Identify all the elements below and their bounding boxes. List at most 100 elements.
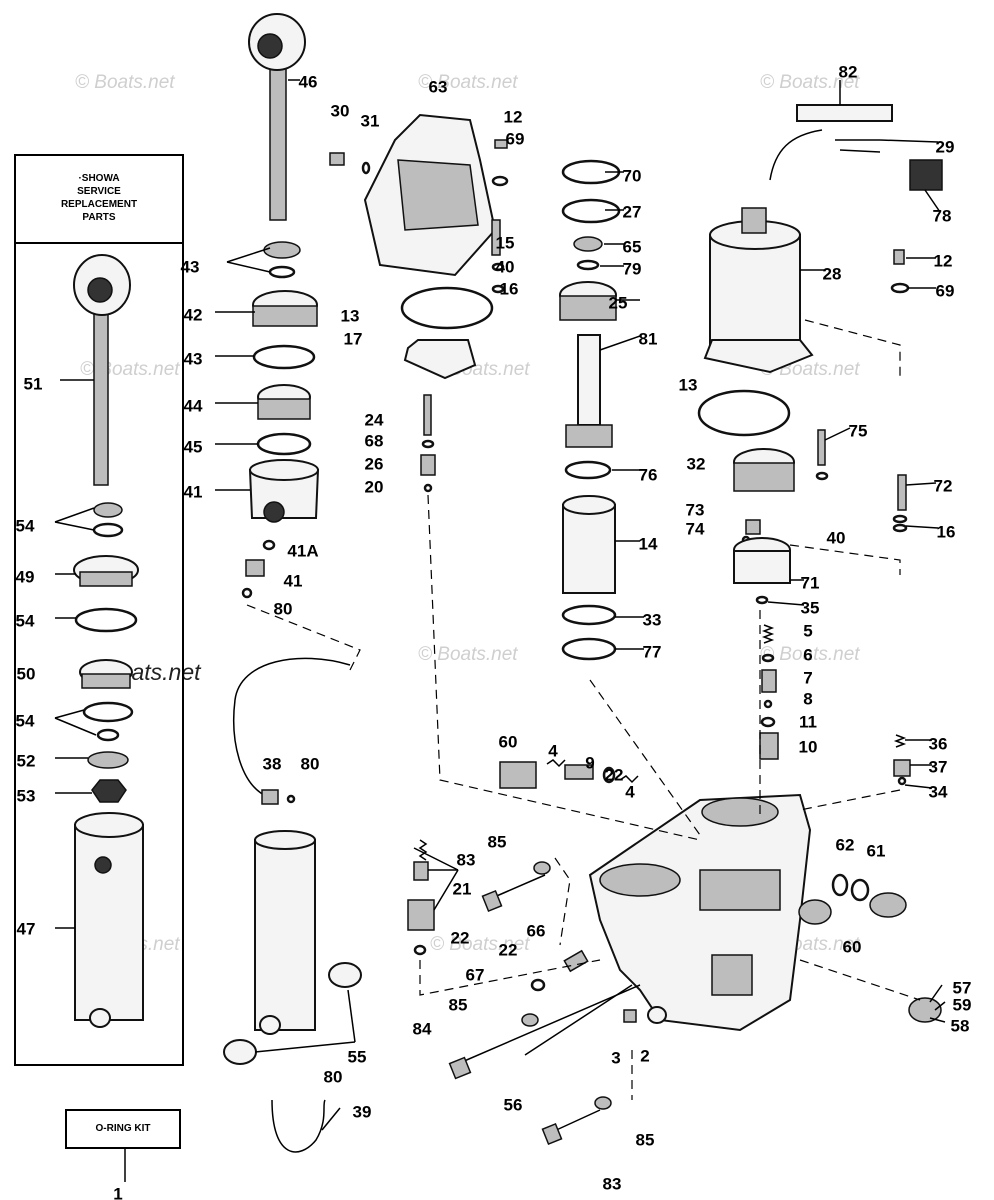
- callout-44: 44: [184, 396, 203, 415]
- callout-24: 24: [365, 410, 384, 429]
- callout-32: 32: [687, 454, 706, 473]
- callout-43: 43: [181, 257, 200, 276]
- callout-60: 60: [499, 732, 518, 751]
- callout-69: 69: [506, 129, 525, 148]
- callout-42: 42: [184, 305, 203, 324]
- callout-52: 52: [17, 751, 36, 770]
- callout-45: 45: [184, 437, 203, 456]
- callout-74: 74: [686, 519, 705, 538]
- callout-57: 57: [953, 978, 972, 997]
- kit-header-line: SERVICE: [77, 186, 121, 197]
- callout-65: 65: [623, 237, 642, 256]
- callout-81: 81: [639, 329, 658, 348]
- callout-41: 41: [284, 571, 303, 590]
- callout-4: 4: [548, 741, 558, 760]
- callout-35: 35: [801, 598, 820, 617]
- callout-7: 7: [803, 668, 812, 687]
- cover-parts: [329, 113, 509, 493]
- callout-75: 75: [849, 421, 868, 440]
- kit-header: ·SHOWA SERVICE REPLACEMENT PARTS: [16, 172, 182, 224]
- callout-26: 26: [365, 454, 384, 473]
- watermark: © Boats.net: [760, 72, 860, 93]
- callout-49: 49: [16, 567, 35, 586]
- kit-parts: [73, 254, 144, 1028]
- watermark: © Boats.net: [418, 644, 518, 665]
- callout-13: 13: [341, 306, 360, 325]
- callout-58: 58: [951, 1016, 970, 1035]
- callout-1: 1: [113, 1184, 122, 1200]
- callout-43: 43: [184, 349, 203, 368]
- callout-47: 47: [17, 919, 36, 938]
- cylinder-parts: [559, 159, 621, 661]
- assembly-dashed-lines: [246, 319, 921, 1100]
- oring-kit-label: O-RING KIT: [95, 1123, 151, 1134]
- callout-21: 21: [453, 879, 472, 898]
- callout-77: 77: [643, 642, 662, 661]
- callout-20: 20: [365, 477, 384, 496]
- callout-66: 66: [527, 921, 546, 940]
- callout-55: 55: [348, 1047, 367, 1066]
- callout-17: 17: [344, 329, 363, 348]
- callout-16: 16: [500, 279, 519, 298]
- watermark: © Boats.net: [418, 72, 518, 93]
- callout-85: 85: [636, 1130, 655, 1149]
- callout-22: 22: [605, 765, 624, 784]
- callout-labels: 4630316312698229702765791540167828126943…: [16, 62, 972, 1200]
- callout-78: 78: [933, 206, 952, 225]
- callout-41A: 41A: [287, 541, 318, 560]
- callout-84: 84: [413, 1019, 432, 1038]
- callout-2: 2: [640, 1046, 649, 1065]
- callout-54: 54: [16, 711, 35, 730]
- callout-25: 25: [609, 293, 628, 312]
- callout-72: 72: [934, 476, 953, 495]
- callout-80: 80: [324, 1067, 343, 1086]
- callout-76: 76: [639, 465, 658, 484]
- callout-29: 29: [936, 137, 955, 156]
- watermark: © Boats.net: [75, 72, 175, 93]
- callout-54: 54: [16, 611, 35, 630]
- callout-53: 53: [17, 786, 36, 805]
- callout-9: 9: [585, 753, 594, 772]
- callout-4: 4: [625, 782, 635, 801]
- fastener-parts: [407, 839, 667, 1146]
- pump-housing: [499, 759, 942, 1032]
- callout-59: 59: [953, 995, 972, 1014]
- callout-34: 34: [929, 782, 948, 801]
- callout-61: 61: [867, 841, 886, 860]
- callout-63: 63: [429, 77, 448, 96]
- callout-40: 40: [496, 257, 515, 276]
- showa-kit-frame: [14, 154, 184, 1066]
- callout-39: 39: [353, 1102, 372, 1121]
- motor-parts: [697, 104, 943, 786]
- callout-11: 11: [799, 712, 817, 731]
- callout-85: 85: [488, 832, 507, 851]
- callout-70: 70: [623, 166, 642, 185]
- callout-12: 12: [934, 251, 953, 270]
- callout-80: 80: [274, 599, 293, 618]
- callout-37: 37: [929, 757, 948, 776]
- callout-16: 16: [937, 522, 956, 541]
- callout-14: 14: [639, 534, 658, 553]
- callout-82: 82: [839, 62, 858, 81]
- callout-3: 3: [611, 1048, 620, 1067]
- callout-69: 69: [936, 281, 955, 300]
- callout-85: 85: [449, 995, 468, 1014]
- callout-79: 79: [623, 259, 642, 278]
- callout-6: 6: [803, 645, 812, 664]
- callout-51: 51: [24, 374, 43, 393]
- callout-54: 54: [16, 516, 35, 535]
- callout-8: 8: [803, 689, 812, 708]
- callout-31: 31: [361, 111, 380, 130]
- callout-68: 68: [365, 431, 384, 450]
- callout-36: 36: [929, 734, 948, 753]
- callout-27: 27: [623, 202, 642, 221]
- watermark: © Boats.net: [430, 934, 530, 955]
- callout-60: 60: [843, 937, 862, 956]
- leader-lines: [54, 79, 946, 1182]
- kit-header-line: PARTS: [82, 212, 116, 223]
- callout-83: 83: [603, 1174, 622, 1193]
- callout-56: 56: [504, 1095, 523, 1114]
- callout-28: 28: [823, 264, 842, 283]
- watermark: © Boats.net: [760, 644, 860, 665]
